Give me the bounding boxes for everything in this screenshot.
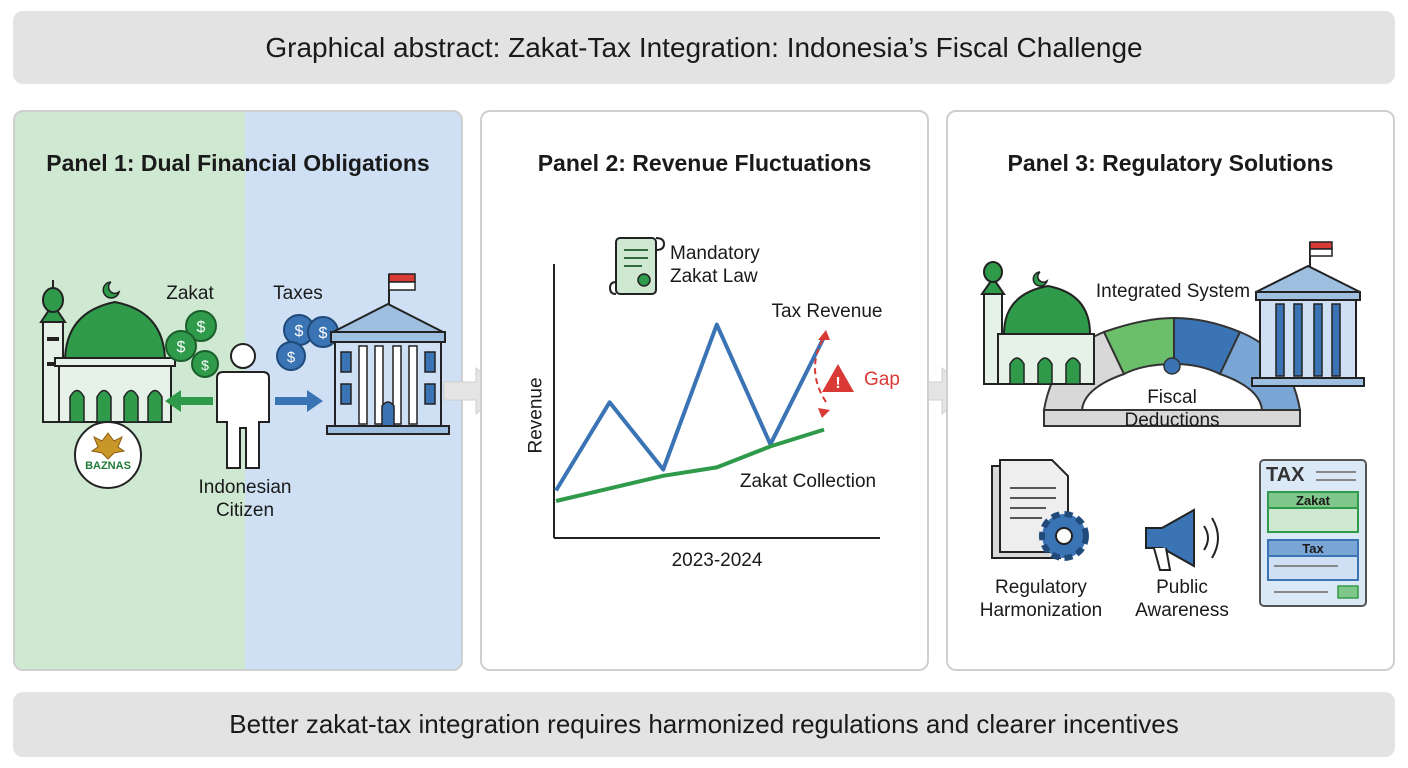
panel-dual-obligations: Panel 1: Dual Financial Obligations BAZN… — [13, 110, 463, 671]
page-title: Graphical abstract: Zakat-Tax Integratio… — [265, 31, 1143, 63]
panel1-title: Panel 1: Dual Financial Obligations — [46, 150, 430, 176]
panel-regulatory-solutions: Panel 3: Regulatory Solutions In — [946, 110, 1395, 671]
mandatory-law-label: Mandatory Zakat Law — [670, 243, 760, 287]
fiscal-deductions-label: Fiscal Deductions — [1124, 387, 1220, 431]
svg-text:$: $ — [201, 357, 209, 373]
revenue-chart: ! — [553, 264, 880, 539]
conclusion-text: Better zakat-tax integration requires ha… — [229, 709, 1179, 739]
svg-text:$: $ — [197, 319, 206, 336]
government-building-icon — [326, 273, 450, 435]
y-axis-label: Revenue — [525, 377, 547, 454]
tax-form-title: TAX — [1266, 464, 1305, 486]
conclusion-banner: Better zakat-tax integration requires ha… — [13, 692, 1395, 757]
public-awareness-label: Public Awareness — [1135, 577, 1229, 621]
panel2-title: Panel 2: Revenue Fluctuations — [537, 150, 872, 176]
regulatory-harmonization-label: Regulatory Harmonization — [979, 577, 1103, 621]
tax-revenue-label: Tax Revenue — [771, 301, 883, 322]
tax-form-zakat-label: Zakat — [1296, 493, 1330, 508]
gap-label: Gap — [864, 369, 900, 390]
government-building-icon — [1251, 241, 1365, 387]
taxes-label: Taxes — [273, 283, 323, 304]
document-gear-icon — [991, 459, 1089, 561]
citizen-label: Indonesian Citizen — [198, 477, 292, 521]
title-banner: Graphical abstract: Zakat-Tax Integratio… — [13, 11, 1395, 84]
coin-icon: $ $ $ — [276, 314, 339, 371]
megaphone-icon — [1145, 508, 1219, 571]
integrated-system-label: Integrated System — [1095, 281, 1251, 302]
coin-icon: $ $ $ — [165, 310, 219, 378]
tax-form-icon — [1259, 459, 1367, 607]
zakat-collection-line — [555, 427, 825, 503]
arrow-to-zakat-icon — [165, 390, 213, 412]
warning-icon — [822, 364, 854, 392]
arrow-to-taxes-icon — [275, 390, 323, 412]
scroll-document-icon — [608, 237, 666, 295]
panel-revenue-fluctuations: Panel 2: Revenue Fluctuations Mandatory … — [480, 110, 929, 671]
svg-text:$: $ — [287, 349, 296, 366]
person-icon — [216, 343, 270, 469]
baznas-emblem-icon — [74, 421, 142, 489]
panel3-title: Panel 3: Regulatory Solutions — [1007, 150, 1334, 176]
tax-form-tax-label: Tax — [1302, 541, 1324, 556]
mosque-icon — [980, 261, 1095, 385]
svg-text:$: $ — [295, 323, 304, 340]
zakat-label: Zakat — [166, 283, 214, 304]
zakat-collection-label: Zakat Collection — [739, 471, 877, 492]
svg-text:$: $ — [177, 339, 186, 356]
svg-text:!: ! — [835, 375, 840, 392]
x-axis-label: 2023-2024 — [671, 550, 763, 571]
svg-text:$: $ — [319, 325, 328, 342]
baznas-label: BAZNAS — [85, 460, 131, 472]
tax-revenue-line — [554, 322, 826, 492]
mosque-icon — [39, 280, 176, 423]
